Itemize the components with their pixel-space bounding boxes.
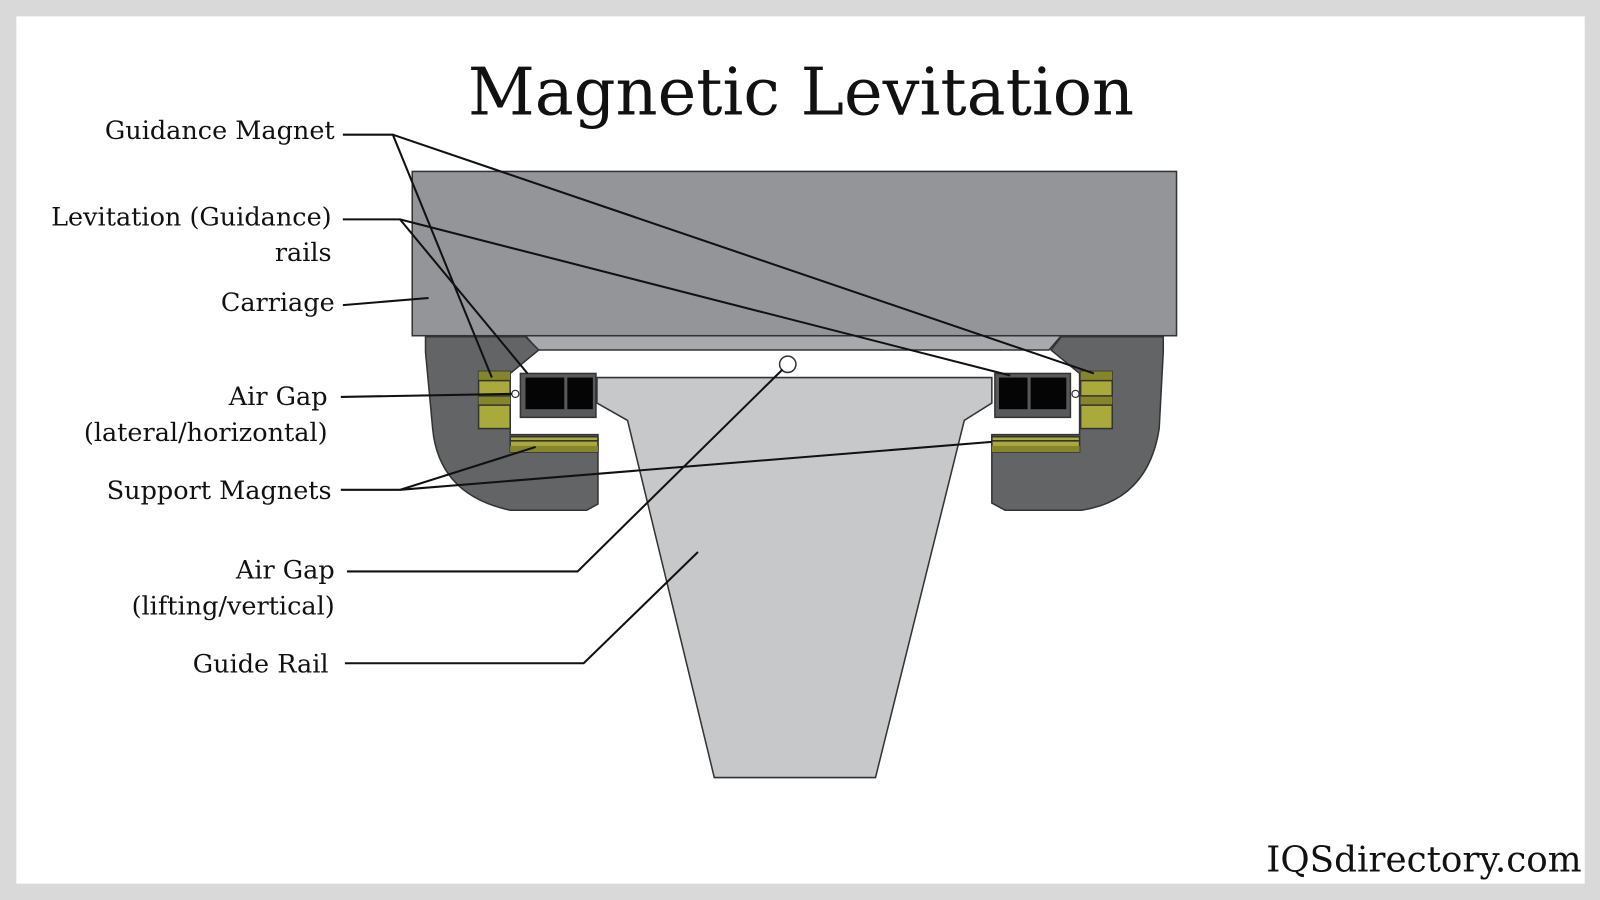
vertical-air-gap-marker: [778, 355, 797, 374]
leader-lines: [340, 133, 1095, 665]
label-air-gap-lateral: Air Gap: [228, 382, 328, 412]
left-carriage-arm: [424, 335, 599, 511]
label-air-gap-vertical: Air Gap: [235, 556, 335, 586]
carriage: [411, 170, 1178, 337]
label-air-gap-lateral-2: (lateral/horizontal): [84, 418, 328, 448]
right-carriage-arm: [991, 335, 1165, 511]
label-support-magnets: Support Magnets: [107, 476, 332, 506]
right-support-magnet: [991, 435, 1081, 453]
label-levitation-rails: Levitation (Guidance): [51, 203, 332, 233]
carriage-underside: [523, 334, 1063, 351]
right-levitation-rail: [994, 372, 1072, 419]
diagram-title: Magnetic Levitation: [468, 54, 1134, 130]
label-guide-rail: Guide Rail: [193, 649, 329, 679]
label-levitation-rails-2: rails: [275, 238, 332, 268]
label-carriage: Carriage: [221, 288, 335, 318]
label-guidance-magnet: Guidance Magnet: [105, 116, 336, 146]
brand-watermark: IQSdirectory.com: [1266, 839, 1581, 880]
left-levitation-rail: [519, 372, 597, 419]
label-air-gap-vertical-2: (lifting/vertical): [132, 591, 335, 621]
guide-rail: [596, 376, 993, 779]
left-guidance-magnet: [477, 370, 511, 430]
lateral-air-gap-marker-right: [1071, 389, 1080, 399]
left-support-magnet: [509, 435, 599, 453]
right-guidance-magnet: [1079, 370, 1114, 430]
lateral-air-gap-marker-left: [511, 389, 520, 399]
